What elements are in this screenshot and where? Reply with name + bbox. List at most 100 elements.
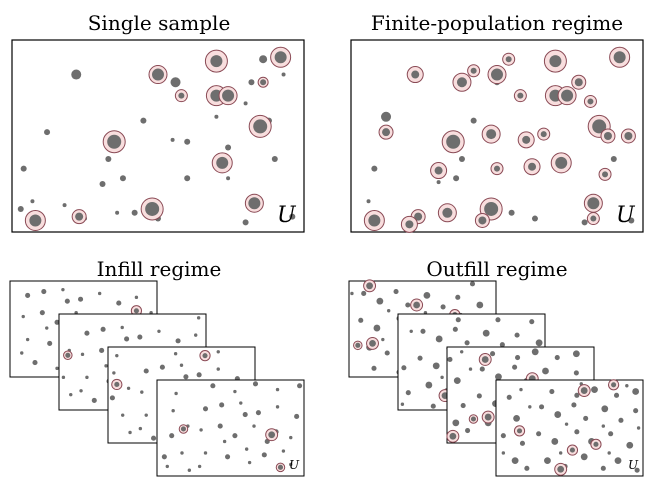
- data-point: [80, 352, 85, 357]
- data-point: [97, 291, 102, 296]
- data-point: [131, 209, 138, 216]
- data-point: [440, 304, 446, 310]
- sample-points: [363, 46, 636, 233]
- sampled-point: [152, 68, 164, 81]
- data-point: [482, 329, 490, 337]
- data-point: [197, 464, 202, 469]
- data-point: [91, 397, 97, 403]
- sampled-point: [592, 119, 607, 134]
- sampled-point: [107, 134, 122, 149]
- data-point: [54, 319, 60, 325]
- data-point: [539, 404, 545, 410]
- data-point: [495, 317, 501, 323]
- sampled-point: [484, 413, 492, 421]
- sampled-point: [178, 92, 185, 99]
- data-point: [633, 408, 639, 414]
- data-point: [610, 156, 617, 163]
- data-point: [170, 137, 175, 142]
- data-point: [179, 363, 184, 367]
- data-point: [529, 319, 535, 325]
- stacked-frame: [495, 379, 644, 477]
- data-point: [476, 301, 484, 309]
- data-point: [470, 117, 477, 124]
- sampled-point: [549, 55, 562, 68]
- data-point: [436, 180, 441, 185]
- data-point: [524, 465, 530, 471]
- region-label-u: U: [628, 458, 639, 472]
- data-point: [435, 335, 443, 343]
- data-point: [41, 289, 47, 295]
- data-point: [120, 325, 124, 330]
- sampled-point: [491, 68, 503, 81]
- data-point: [409, 329, 413, 333]
- data-point: [479, 366, 485, 372]
- sampled-point: [277, 464, 284, 470]
- data-point: [549, 388, 555, 395]
- data-point: [45, 326, 49, 330]
- sampled-point: [611, 382, 617, 388]
- data-point: [405, 302, 411, 308]
- data-point: [591, 386, 598, 393]
- data-point: [271, 156, 278, 163]
- infill-panel: U: [9, 280, 305, 477]
- data-point: [573, 370, 579, 376]
- sampled-point: [222, 89, 235, 102]
- sampled-point: [569, 447, 575, 453]
- sampled-point: [494, 165, 500, 172]
- sampled-point: [602, 171, 609, 178]
- sampled-point: [411, 70, 420, 79]
- data-point: [501, 451, 506, 455]
- sampled-point: [557, 465, 565, 473]
- data-point: [511, 457, 519, 465]
- data-point: [20, 165, 27, 172]
- sampled-point: [75, 212, 84, 221]
- sampled-point: [260, 79, 267, 86]
- sampled-point: [202, 353, 208, 359]
- data-point: [297, 383, 303, 389]
- data-point: [574, 392, 580, 398]
- data-point: [531, 215, 538, 222]
- data-point: [420, 328, 426, 334]
- data-point: [184, 138, 191, 145]
- sampled-point: [449, 432, 457, 440]
- frame-stack: [9, 280, 305, 477]
- data-point: [499, 342, 505, 348]
- data-point: [112, 371, 116, 375]
- data-point: [440, 375, 444, 380]
- sampled-point: [145, 201, 160, 216]
- data-point: [289, 462, 293, 467]
- sampled-point: [505, 56, 512, 63]
- data-point: [69, 392, 73, 397]
- data-point: [184, 175, 191, 182]
- data-point: [242, 412, 248, 418]
- sampled-point: [65, 352, 71, 358]
- data-point: [32, 360, 38, 366]
- data-point: [219, 402, 225, 408]
- data-point: [25, 292, 31, 298]
- sampled-point: [29, 214, 42, 227]
- data-point: [159, 364, 165, 370]
- data-point: [614, 457, 622, 465]
- panel-title-outfill: Outfill regime: [426, 257, 567, 281]
- data-point: [239, 401, 243, 405]
- data-point: [425, 381, 433, 389]
- data-point: [128, 430, 132, 435]
- sampled-point: [268, 431, 276, 439]
- data-point: [252, 381, 259, 387]
- data-point: [55, 366, 59, 371]
- sampled-point: [274, 51, 287, 64]
- data-point: [401, 365, 407, 371]
- data-point: [289, 435, 293, 440]
- data-point: [25, 337, 30, 342]
- single-sample-panel: U: [11, 39, 305, 233]
- sampled-point: [470, 416, 477, 422]
- sampled-point: [587, 197, 600, 210]
- sample-points: [17, 46, 296, 231]
- data-point: [247, 460, 252, 465]
- data-point: [84, 330, 90, 336]
- data-point: [255, 410, 261, 416]
- data-point: [183, 374, 189, 380]
- data-point: [275, 387, 280, 392]
- data-point: [222, 439, 227, 444]
